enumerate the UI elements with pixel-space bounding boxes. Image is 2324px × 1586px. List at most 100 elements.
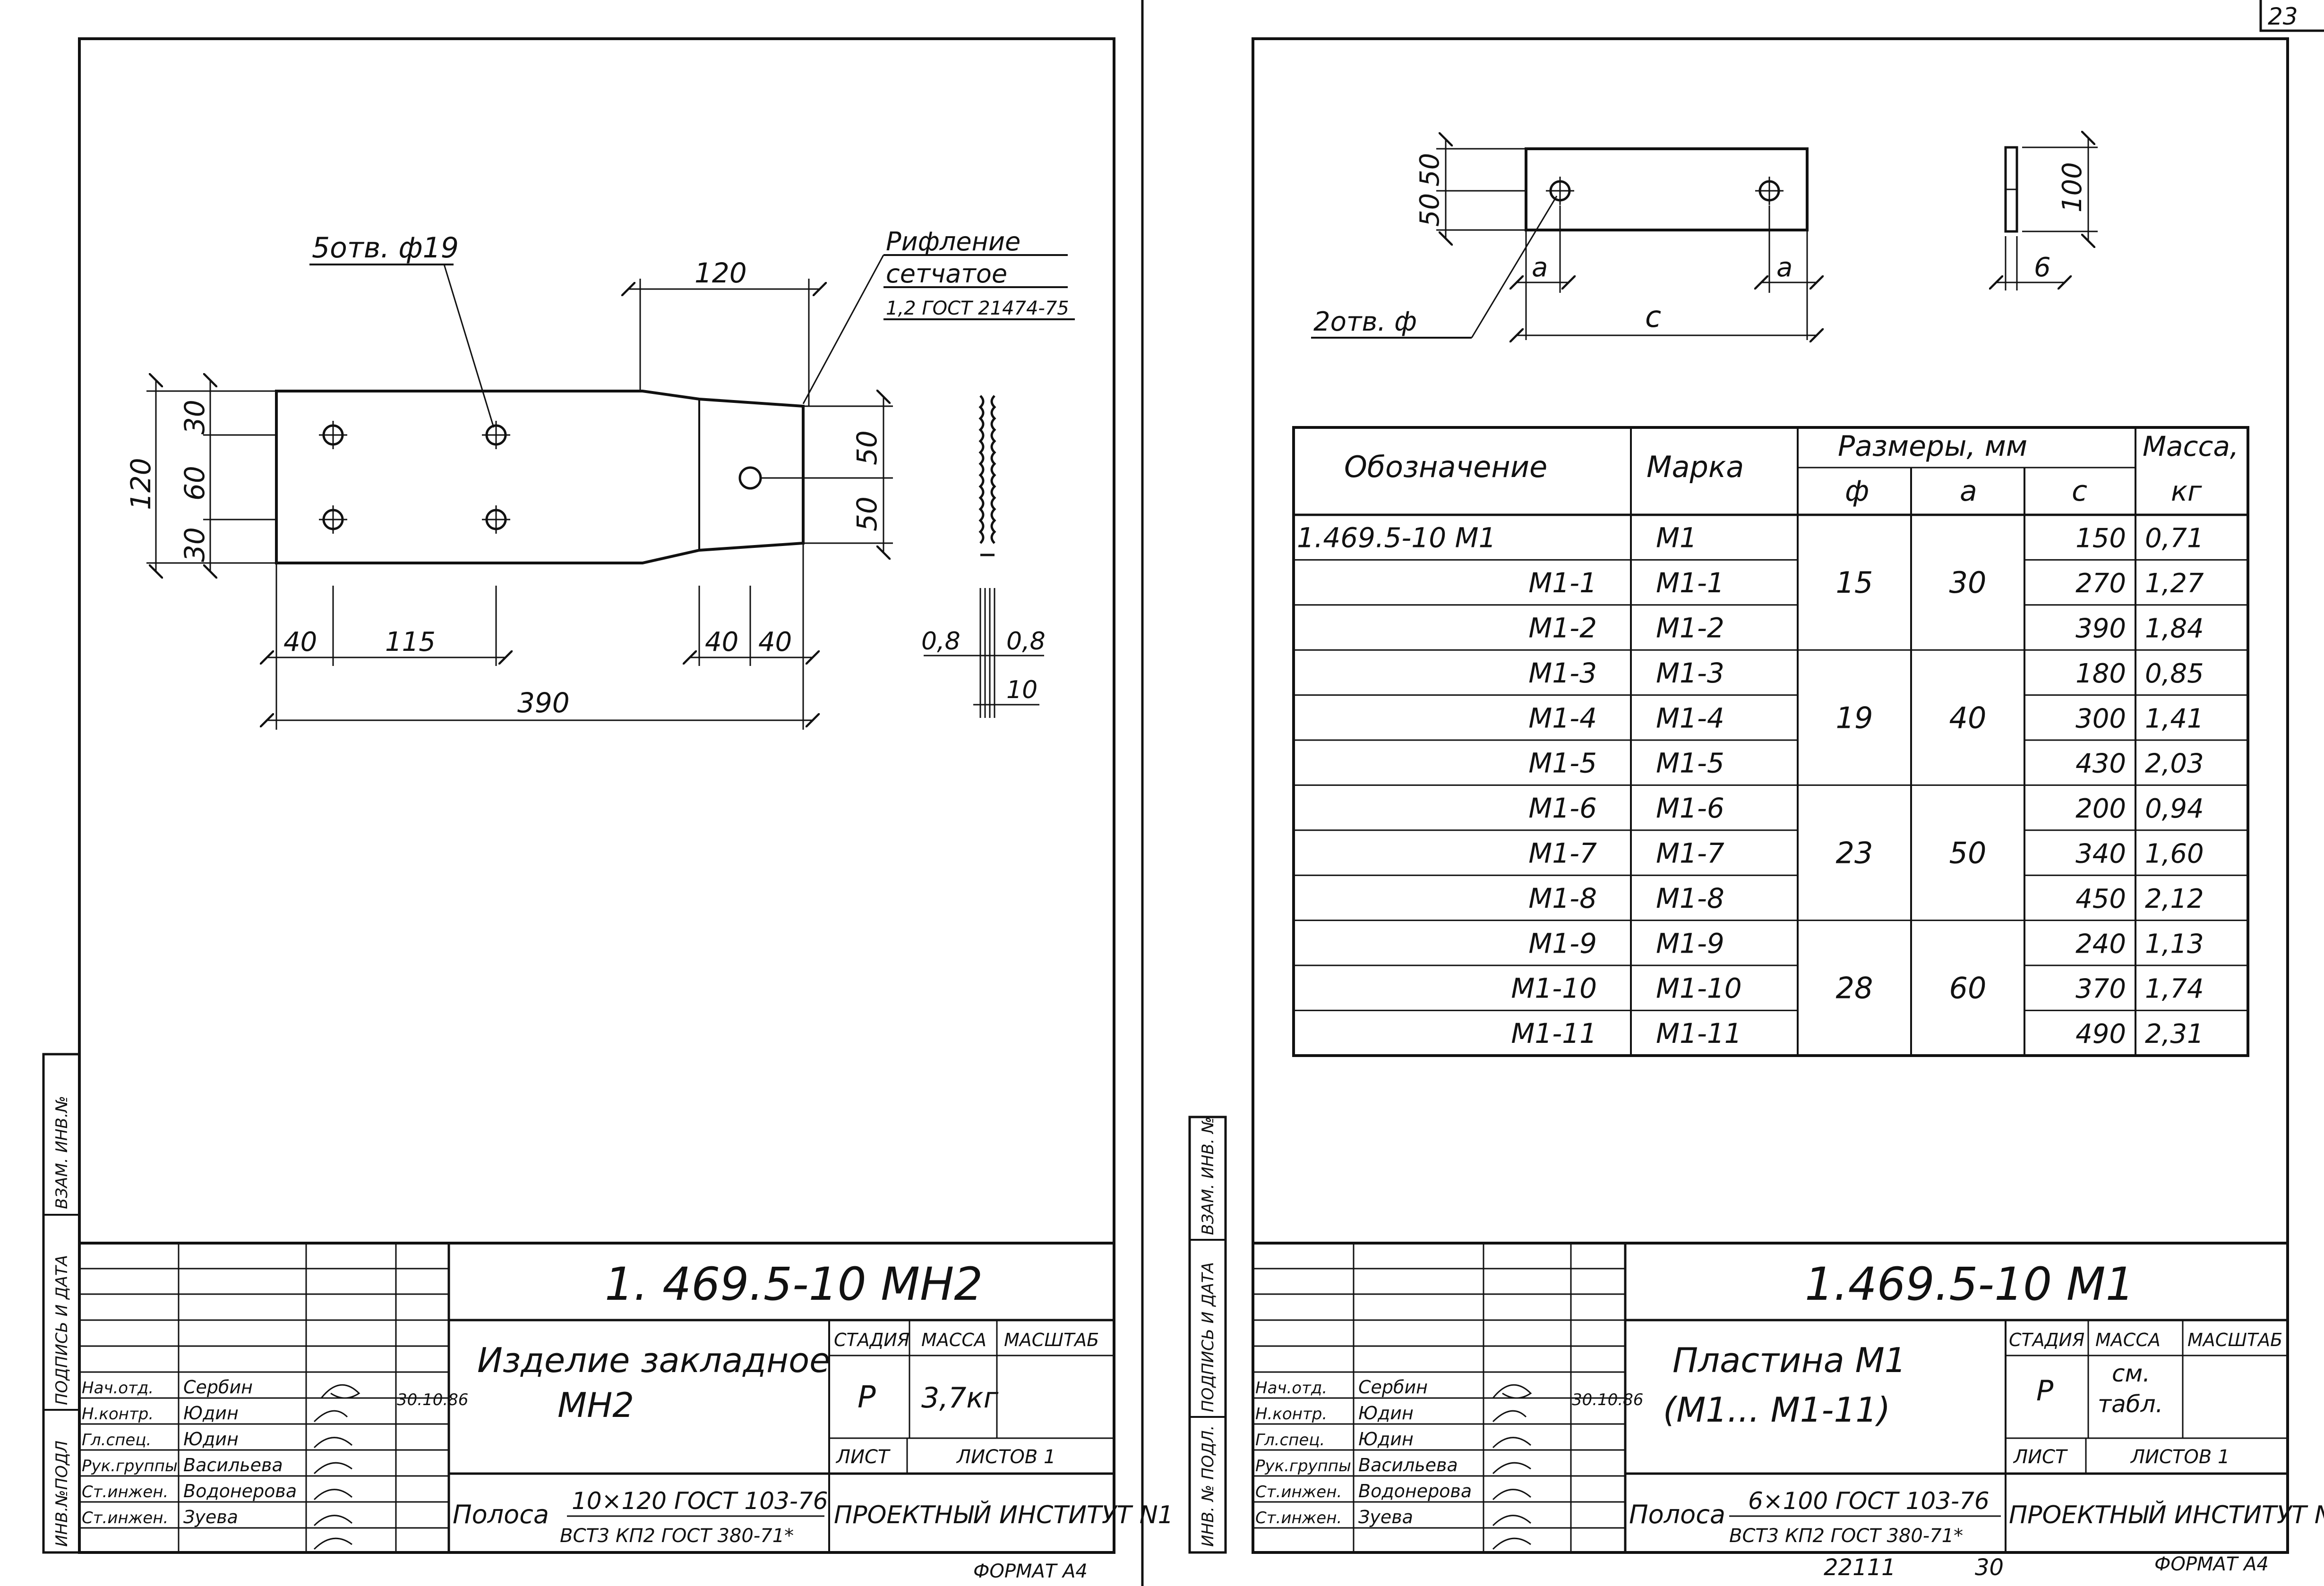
sheet2-title-block: Нач.отд.СербинН.контр.ЮдинГл.спец.ЮдинРу… — [1252, 1242, 2324, 1581]
cell-c: 450 — [2075, 884, 2126, 914]
dim-390: 390 — [517, 687, 570, 719]
cell-c: 270 — [2075, 568, 2126, 599]
hole — [1546, 177, 1574, 205]
cell-mark: М1-4 — [1656, 702, 1724, 734]
signature-name: Водонерова — [183, 1481, 297, 1501]
signature-name: Водонерова — [1358, 1481, 1472, 1501]
dim-10: 10 — [1006, 676, 1038, 704]
sheet2-mass-1: см. — [2112, 1360, 2150, 1387]
sheet1-format: ФОРМАТ А4 — [973, 1560, 1088, 1582]
table-header-phi: ф — [1845, 475, 1869, 508]
cell-designation: М1-7 — [1528, 837, 1597, 869]
cell-phi: 19 — [1836, 700, 1873, 735]
sheet1-stage-label: СТАДИЯ — [834, 1330, 909, 1350]
hole — [482, 421, 510, 449]
sheet2-material-top: 6×100 ГОСТ 103-76 — [1748, 1487, 1990, 1515]
sheet2-sheets-label: ЛИСТОВ 1 — [2130, 1446, 2230, 1468]
sheet1-mass: 3,7кг — [921, 1381, 999, 1415]
cell-c: 390 — [2075, 613, 2126, 644]
dim-40-c: 40 — [758, 627, 792, 657]
sheet1-scale-label: МАСШТАБ — [1004, 1330, 1099, 1350]
sheet2-name-2: (М1... М1-11) — [1663, 1390, 1890, 1430]
signature-name: Зуева — [1358, 1507, 1413, 1527]
sheet2-spine: ВЗАМ. ИНВ. № ПОДПИСЬ И ДАТА ИНВ. № ПОДЛ. — [1188, 1116, 1227, 1554]
cell-mark: М1 — [1656, 522, 1697, 554]
cell-mass: 1,84 — [2145, 613, 2204, 644]
knurl-note-1: Рифление — [886, 227, 1021, 256]
sheet2-sheet-label: ЛИСТ — [2013, 1446, 2068, 1468]
sheet2-signature-roles: Нач.отд.СербинН.контр.ЮдинГл.спец.ЮдинРу… — [1255, 1377, 1472, 1527]
cell-phi: 23 — [1836, 836, 1873, 870]
sheet1-name-1: Изделие закладное — [477, 1340, 830, 1380]
hole — [319, 421, 347, 449]
cell-a: 40 — [1949, 700, 1987, 735]
signature — [1492, 1384, 1532, 1550]
cell-designation: М1-6 — [1528, 792, 1597, 824]
knurl-note-2: сетчатое — [886, 259, 1007, 289]
dim-50-b: 50 — [851, 496, 883, 531]
cell-c: 150 — [2075, 523, 2126, 554]
cell-designation: М1-4 — [1528, 702, 1597, 734]
dim-50-a: 50 — [1415, 153, 1445, 187]
cell-designation: 1.469.5-10 М1 — [1297, 522, 1496, 554]
cell-designation: М1-1 — [1528, 567, 1597, 599]
cell-mark: М1-10 — [1656, 972, 1742, 1005]
sheet-2: 23 ВЗАМ. ИНВ. № ПОДПИСЬ И ДАТА ИНВ. № ПО… — [1188, 0, 2324, 1581]
table-row: 1.469.5-10 М1 М1 150 0,71 — [1297, 522, 2204, 554]
table-header-sizes: Размеры, мм — [1838, 430, 2027, 463]
sheet2-scale-label: МАСШТАБ — [2187, 1330, 2282, 1350]
sheet1-spine: ВЗАМ. ИНВ.№ ПОДПИСЬ И ДАТА ИНВ.№ПОДЛ — [42, 1053, 81, 1554]
cell-designation: М1-2 — [1528, 612, 1597, 644]
signature-role: Ст.инжен. — [82, 1483, 168, 1501]
cell-mass: 0,85 — [2145, 658, 2204, 689]
signature-role: Гл.спец. — [1255, 1431, 1325, 1450]
signature-name: Васильева — [183, 1455, 283, 1475]
sheet1-name-2: МН2 — [557, 1385, 634, 1425]
cell-mass: 0,71 — [2145, 523, 2204, 554]
dim-50-a: 50 — [851, 430, 883, 465]
dim-50-b: 50 — [1415, 193, 1445, 227]
sheet1-stage: Р — [858, 1380, 876, 1415]
sheet1-drawing: 5отв. ф19 Рифление сетчатое 1,2 ГОСТ 214… — [125, 227, 1075, 730]
signature-name: Сербин — [183, 1377, 253, 1398]
sheet2-drawing: 50 50 a a c 2отв. ф 100 — [1311, 138, 2098, 340]
cell-mass: 1,41 — [2145, 703, 2204, 734]
signature-name: Юдин — [1358, 1403, 1414, 1424]
sheet1-title-block: Нач.отд.СербинН.контр.ЮдинГл.спец.ЮдинРу… — [78, 1242, 1174, 1582]
sheet1-signature-roles: Нач.отд.СербинН.контр.ЮдинГл.спец.ЮдинРу… — [82, 1377, 297, 1527]
sheet2-spine-inv: ИНВ. № ПОДЛ. — [1199, 1425, 1218, 1547]
cell-mass: 1,13 — [2145, 929, 2204, 959]
sheet2-stage-label: СТАДИЯ — [2009, 1330, 2084, 1350]
dim-30-b: 30 — [179, 527, 211, 562]
sheet1-sheets-label: ЛИСТОВ 1 — [956, 1446, 1055, 1468]
sheet2-mass-2: табл. — [2098, 1390, 2163, 1418]
sheet1-material-bottom: ВСТ3 КП2 ГОСТ 380-71* — [560, 1525, 794, 1547]
cell-a: 30 — [1949, 565, 1987, 600]
sheet2-material-bottom: ВСТ3 КП2 ГОСТ 380-71* — [1729, 1525, 1963, 1547]
sheet2-bottom-num-1: 22111 — [1824, 1554, 1896, 1581]
cell-designation: М1-8 — [1528, 882, 1597, 914]
knurl-note-3: 1,2 ГОСТ 21474-75 — [886, 298, 1069, 319]
dim-115: 115 — [385, 627, 436, 657]
dim-c: c — [1645, 299, 1661, 334]
sheet1-org: ПРОЕКТНЫЙ ИНСТИТУТ N1 — [834, 1501, 1174, 1529]
sheet1-sheet-label: ЛИСТ — [835, 1446, 891, 1468]
cell-a: 50 — [1949, 836, 1987, 870]
cell-designation: М1-3 — [1528, 657, 1597, 689]
cell-mark: М1-6 — [1656, 792, 1724, 824]
cell-c: 180 — [2075, 658, 2126, 689]
signature — [313, 1384, 360, 1550]
cell-mark: М1-11 — [1656, 1017, 1742, 1049]
sheet2-date: 30.10.86 — [1572, 1390, 1643, 1409]
sheet1-spine-podp: ПОДПИСЬ И ДАТА — [52, 1255, 71, 1405]
cell-mass: 0,94 — [2145, 793, 2204, 824]
cell-mass: 2,03 — [2145, 749, 2204, 779]
signature-name: Юдин — [1358, 1429, 1414, 1450]
dim-40-b: 40 — [705, 627, 738, 657]
